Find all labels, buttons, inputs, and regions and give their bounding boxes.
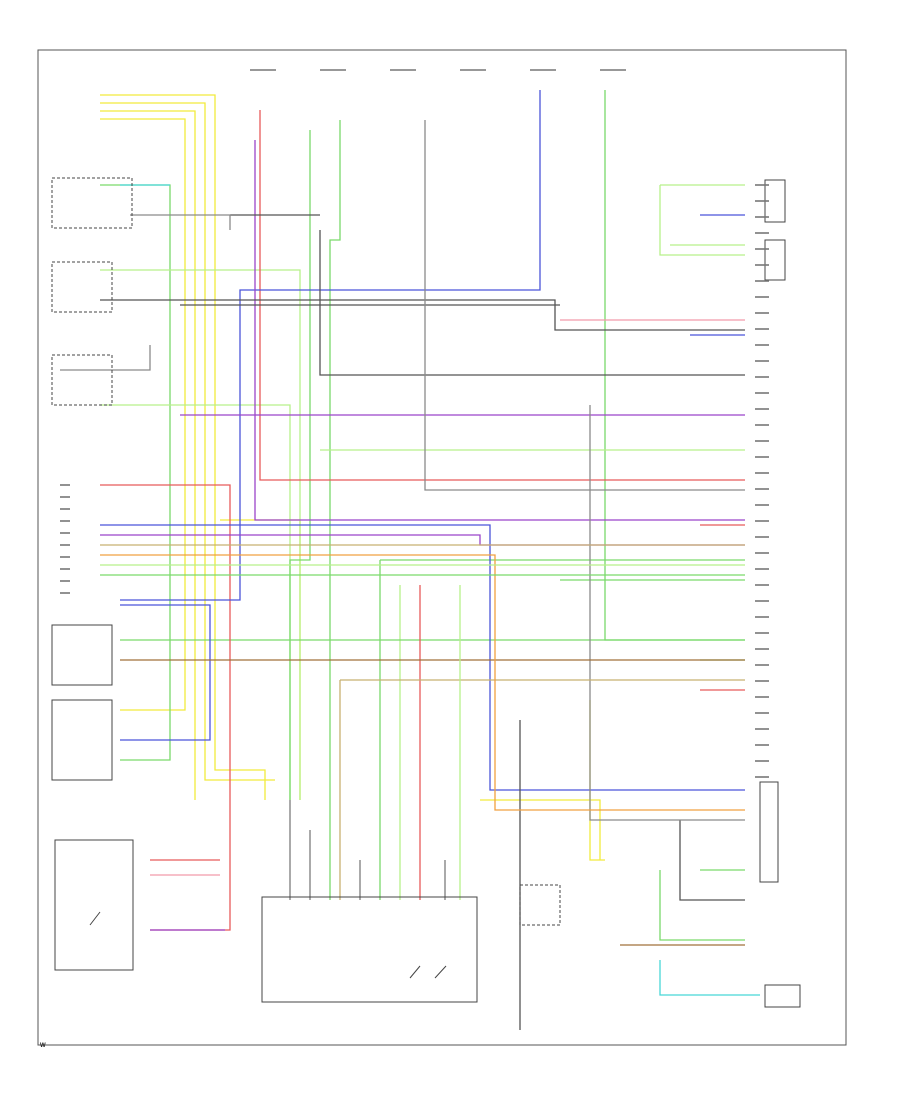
module-box-left bbox=[51, 699, 113, 781]
wire-layer bbox=[60, 90, 760, 1030]
wire-violet-2 bbox=[100, 534, 745, 546]
wire-violet-1 bbox=[254, 140, 745, 521]
footer-code: W bbox=[40, 1043, 46, 1049]
relay-box-bottom-center bbox=[519, 884, 561, 926]
wire-gray-2 bbox=[130, 214, 231, 230]
switch-contact-2 bbox=[409, 965, 421, 979]
control-module-box-bottom bbox=[261, 896, 478, 1003]
sensor-box-left-2 bbox=[51, 261, 113, 313]
wire-green-2 bbox=[289, 130, 311, 800]
wire-orange-1 bbox=[100, 554, 745, 811]
switch-panel-box-lower-left bbox=[54, 839, 134, 971]
wire-gray-3 bbox=[589, 405, 745, 821]
wire-blue-1 bbox=[120, 90, 541, 601]
wire-gray-4 bbox=[60, 345, 151, 371]
wire-dark-1 bbox=[100, 299, 745, 331]
wire-yellow-2 bbox=[100, 102, 275, 781]
wire-dark-3 bbox=[319, 230, 745, 376]
wire-green-9 bbox=[659, 870, 745, 941]
wire-yellow-7 bbox=[589, 700, 605, 861]
wire-green-3 bbox=[329, 120, 341, 900]
wire-ltgreen-1 bbox=[100, 269, 301, 800]
pcm-connector-right bbox=[759, 781, 779, 883]
sensor-box-right-2 bbox=[764, 239, 786, 281]
diagram-frame bbox=[37, 49, 847, 1046]
wire-gray-1 bbox=[424, 120, 745, 491]
wire-red-1 bbox=[259, 110, 745, 481]
wire-cyan-2 bbox=[659, 960, 760, 996]
wire-yellow-6 bbox=[480, 799, 601, 860]
wire-green-4 bbox=[604, 90, 745, 641]
switch-contact-3 bbox=[434, 965, 447, 979]
sensor-box-lower-right bbox=[764, 984, 801, 1008]
sensor-box-upper-left bbox=[51, 177, 133, 229]
switch-contact-1 bbox=[89, 911, 101, 926]
connector-box-left bbox=[51, 624, 113, 686]
wire-green-1 bbox=[100, 184, 171, 761]
label-layer bbox=[60, 69, 769, 778]
wire-blue-3 bbox=[120, 604, 211, 741]
component-layer bbox=[51, 177, 801, 1008]
wire-yellow-4 bbox=[100, 118, 186, 711]
wire-yellow-3 bbox=[100, 110, 196, 800]
sensor-box-left-3 bbox=[51, 354, 113, 406]
wire-dark-6 bbox=[679, 820, 745, 901]
wire-ltgreen-6 bbox=[659, 185, 745, 256]
wire-blue-2 bbox=[100, 524, 745, 791]
